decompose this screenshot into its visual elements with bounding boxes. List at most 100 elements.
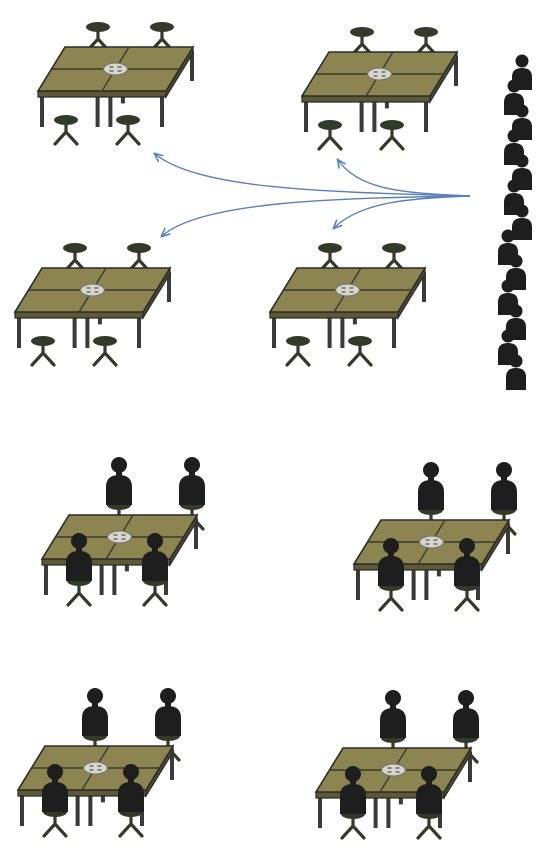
table-leg <box>356 570 360 600</box>
person-body <box>378 556 404 586</box>
person-head <box>111 457 127 473</box>
stool-seat <box>286 336 310 346</box>
person-head <box>516 105 529 118</box>
person-neck <box>428 477 434 482</box>
empty-table-group <box>302 27 458 149</box>
person-body <box>118 782 144 812</box>
flow-arrow <box>338 160 470 196</box>
stool <box>348 336 372 365</box>
person-body <box>512 218 532 240</box>
empty-table-group <box>15 243 171 365</box>
table-front-edge <box>302 96 430 102</box>
table-leg <box>304 102 308 132</box>
stool <box>380 120 404 149</box>
empty-table-group <box>270 243 426 365</box>
person-head <box>147 533 163 549</box>
table-badge <box>336 284 360 296</box>
person-body <box>340 784 366 814</box>
stool-seat <box>350 27 374 37</box>
table-badge <box>108 531 132 543</box>
table <box>42 515 198 595</box>
person-head <box>508 130 521 143</box>
table-leg <box>17 318 21 348</box>
person-neck <box>426 781 432 786</box>
stool <box>54 115 78 144</box>
table-leg <box>340 318 344 348</box>
stool-seat <box>414 27 438 37</box>
person-body <box>179 475 205 505</box>
table <box>15 268 171 348</box>
arrows-layer <box>155 154 470 236</box>
table-badge <box>420 536 444 548</box>
stool-legs <box>342 817 364 838</box>
table <box>270 268 426 348</box>
table-front-edge <box>270 312 398 318</box>
table-leg <box>360 102 364 132</box>
stool-legs <box>381 128 403 149</box>
person-body <box>142 551 168 581</box>
table-front-edge <box>15 312 143 318</box>
stool-legs <box>32 344 54 365</box>
table-badge <box>84 762 108 774</box>
table-leg <box>372 102 376 132</box>
person-head <box>345 766 361 782</box>
table <box>18 746 174 826</box>
stool <box>318 120 342 149</box>
table-leg <box>424 102 428 132</box>
stool-seat <box>150 22 174 32</box>
person-head <box>508 80 521 93</box>
table <box>38 47 194 127</box>
person-head <box>516 155 529 168</box>
table-leg <box>386 798 390 828</box>
person-head <box>502 280 515 293</box>
table-leg <box>374 798 378 828</box>
flow-arrow <box>162 196 470 236</box>
table-leg <box>44 565 48 595</box>
table-leg <box>88 796 92 826</box>
stool-legs <box>117 123 139 144</box>
table-leg <box>108 97 112 127</box>
person-neck <box>92 703 98 708</box>
table-leg <box>160 97 164 127</box>
occupied-table-group <box>18 688 181 836</box>
table-leg <box>96 97 100 127</box>
occupied-table-group <box>316 690 479 838</box>
table <box>316 748 472 828</box>
person-head <box>510 305 523 318</box>
table-leg <box>412 570 416 600</box>
stool-legs <box>380 589 402 610</box>
person-body <box>42 782 68 812</box>
table <box>302 52 458 132</box>
stool <box>93 336 117 365</box>
person-head <box>184 457 200 473</box>
person-head <box>87 688 103 704</box>
table-leg <box>328 318 332 348</box>
person-body <box>380 708 406 738</box>
stool-seat <box>31 336 55 346</box>
stool-seat <box>348 336 372 346</box>
person-body <box>82 706 108 736</box>
person-head <box>71 533 87 549</box>
occupied-table-group <box>354 462 517 610</box>
person-head <box>423 462 439 478</box>
stool-seat <box>382 243 406 253</box>
stool-legs <box>55 123 77 144</box>
person-head <box>123 764 139 780</box>
person-neck <box>52 779 58 784</box>
person-head <box>510 355 523 368</box>
table <box>354 520 510 600</box>
person-head <box>516 205 529 218</box>
person-body <box>506 368 526 390</box>
person-head <box>516 55 529 68</box>
stool-legs <box>418 817 440 838</box>
stool-legs <box>44 815 66 836</box>
person-body <box>416 784 442 814</box>
stool-seat <box>116 115 140 125</box>
table-leg <box>20 796 24 826</box>
person-head <box>508 180 521 193</box>
table-leg <box>76 796 80 826</box>
flow-arrow <box>334 196 470 228</box>
person-neck <box>390 705 396 710</box>
table-leg <box>318 798 322 828</box>
